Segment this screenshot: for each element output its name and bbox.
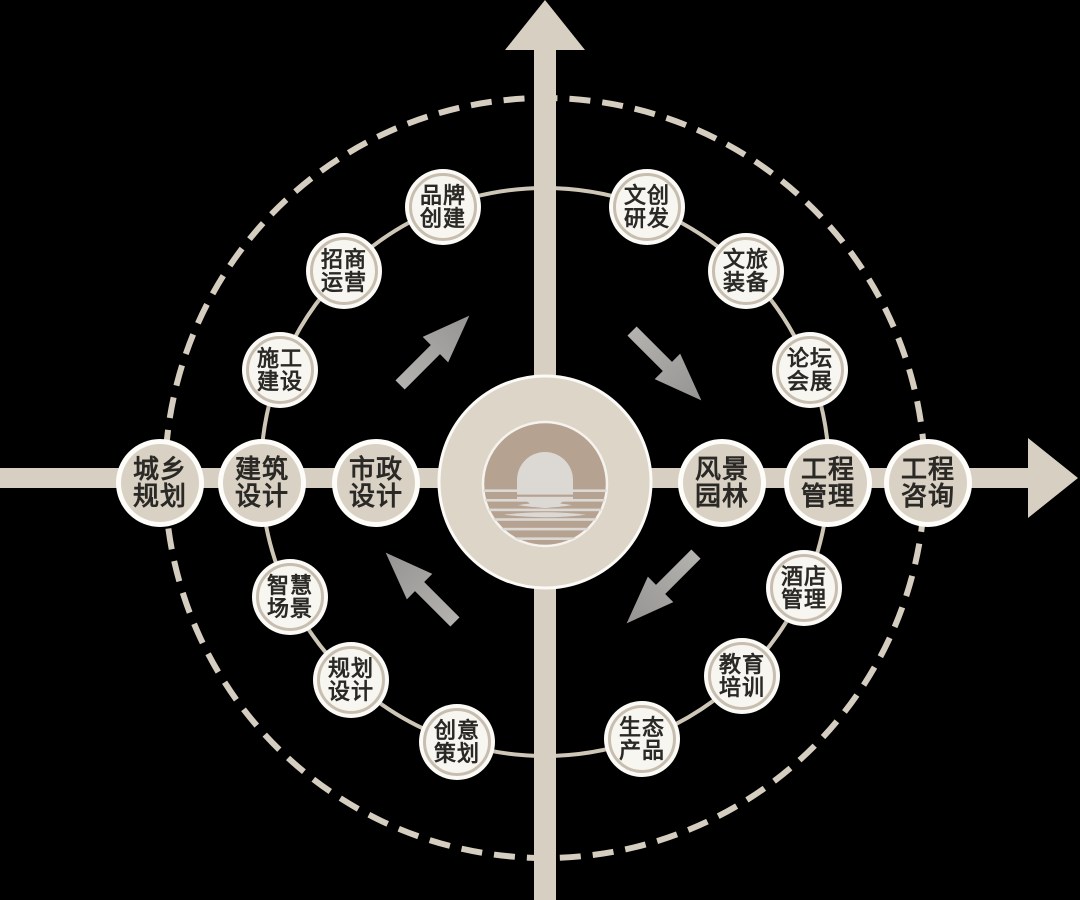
label-line: 场景 <box>266 596 313 621</box>
ring-node-creative-planning: 创意 策划 <box>423 708 491 776</box>
ring-node-education-training: 教育 培训 <box>708 642 776 710</box>
ring-node-hotel-management: 酒店 管理 <box>770 554 838 622</box>
ring-node-brand-creation: 品牌 创建 <box>409 173 477 241</box>
label-line: 建筑 <box>234 454 289 484</box>
label-line: 设计 <box>348 481 403 511</box>
label-line: 运营 <box>320 270 367 295</box>
label-line: 风景 <box>694 454 749 484</box>
ring-node-eco-products: 生态 产品 <box>608 705 676 773</box>
label-line: 城乡 <box>132 454 187 484</box>
label-line: 酒店 <box>780 564 827 589</box>
ring-node-investment-operation: 招商 运营 <box>310 237 378 305</box>
arrow-ne-icon <box>395 315 470 390</box>
label-line: 文创 <box>623 183 670 208</box>
ring-node-cultural-tourism-equipment: 文旅 装备 <box>712 237 780 305</box>
sunrise-over-water-icon <box>483 452 607 540</box>
label-line: 工程 <box>800 454 855 484</box>
label-line: 设计 <box>327 679 374 704</box>
axis-node-engineering-management: 工程 管理 <box>784 439 872 527</box>
label-line: 创建 <box>419 206 466 231</box>
up-arrow-icon <box>505 0 585 50</box>
label-line: 管理 <box>780 587 827 612</box>
label-line: 品牌 <box>419 183 466 208</box>
label-line: 设计 <box>234 481 289 511</box>
ring-node-planning-design: 规划 设计 <box>317 646 385 714</box>
label-line: 研发 <box>623 206 670 231</box>
label-line: 施工 <box>256 346 303 371</box>
label-line: 工程 <box>900 454 955 484</box>
right-arrow-icon <box>1028 438 1078 518</box>
ring-node-cultural-creative-rd: 文创 研发 <box>613 173 681 241</box>
label-line: 产品 <box>618 738 665 763</box>
arrow-se-icon <box>627 326 702 401</box>
label-line: 招商 <box>320 247 367 272</box>
ring-node-smart-scenes: 智慧 场景 <box>256 563 324 631</box>
axis-node-municipal-design: 市政 设计 <box>332 439 420 527</box>
axis-node-engineering-consulting: 工程 咨询 <box>884 439 972 527</box>
label-line: 规划 <box>327 656 374 681</box>
label-line: 创意 <box>433 718 480 743</box>
label-line: 市政 <box>348 454 403 484</box>
ring-node-forum-exhibition: 论坛 会展 <box>776 336 844 404</box>
label-line: 规划 <box>132 481 187 511</box>
label-line: 咨询 <box>900 481 955 511</box>
axis-node-urban-rural-planning: 城乡 规划 <box>116 439 204 527</box>
label-line: 建设 <box>256 369 303 394</box>
axis-node-landscape-architecture: 风景 园林 <box>678 439 766 527</box>
label-line: 会展 <box>786 369 833 394</box>
label-line: 生态 <box>618 715 665 740</box>
center-logo <box>437 374 653 590</box>
ring-node-construction-building: 施工 建设 <box>246 336 314 404</box>
label-line: 智慧 <box>266 573 313 598</box>
label-line: 教育 <box>718 652 765 677</box>
label-line: 装备 <box>722 270 769 295</box>
water-stripes <box>483 489 607 540</box>
label-line: 园林 <box>694 481 749 511</box>
label-line: 管理 <box>800 481 855 511</box>
label-line: 策划 <box>433 741 480 766</box>
label-line: 培训 <box>718 675 765 700</box>
label-line: 论坛 <box>786 346 833 371</box>
label-line: 文旅 <box>722 247 769 272</box>
arrow-sw-icon <box>626 549 701 624</box>
arrow-nw-icon <box>385 552 460 627</box>
axis-node-architectural-design: 建筑 设计 <box>218 439 306 527</box>
